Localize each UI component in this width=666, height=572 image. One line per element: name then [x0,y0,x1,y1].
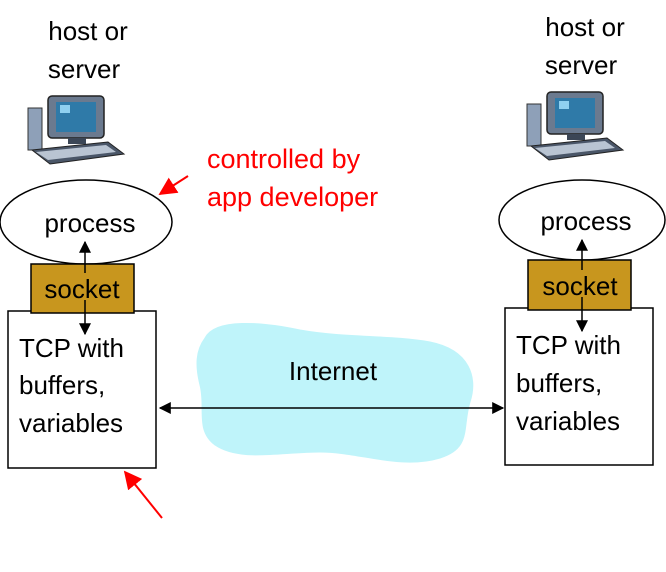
right-socket-box [527,259,632,311]
annotation-line2: app developer [207,182,378,212]
right-tcp-line3: variables [516,406,620,436]
left-host: host or server process TCP with buffers,… [0,16,173,469]
right-tcp-line2: buffers, [516,368,602,398]
annotation-line1: controlled by [207,144,361,174]
right-socket-label: socket [542,271,618,301]
left-host-label-line1: host or [48,16,128,46]
left-host-label-line2: server [48,54,121,84]
desktop-computer-icon [526,91,625,161]
right-process-label: process [540,206,631,236]
left-tcp-line3: variables [19,408,123,438]
internet-cloud [196,322,474,463]
left-socket-label: socket [44,274,120,304]
left-process-label: process [44,208,135,238]
left-socket-box [30,263,135,314]
left-tcp-box [7,310,157,469]
right-tcp-box [504,307,654,466]
left-tcp-line1: TCP with [19,333,124,363]
desktop-computer-icon [27,95,126,165]
right-host: host or server process TCP with buffers,… [498,12,666,466]
right-tcp-line1: TCP with [516,330,621,360]
right-host-label-line2: server [545,50,618,80]
internet-label: Internet [289,356,378,386]
annotation-arrow-tcp [123,470,163,519]
left-tcp-line2: buffers, [19,370,105,400]
right-host-label-line1: host or [545,12,625,42]
annotation-arrow-process [158,175,189,195]
